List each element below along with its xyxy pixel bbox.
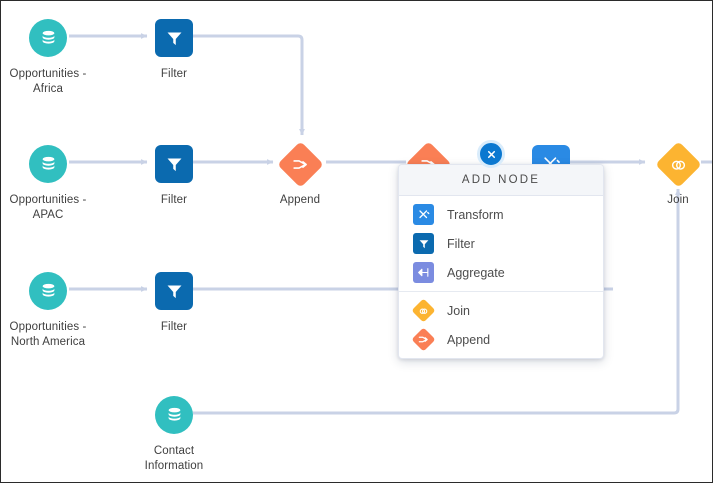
menu-item-transform[interactable]: Transform	[399, 200, 603, 229]
node-glyph	[1, 15, 108, 61]
filter-icon	[155, 272, 193, 310]
add-node-popup[interactable]: ADD NODE Transform	[398, 164, 604, 359]
filter-icon	[155, 145, 193, 183]
node-label: Opportunities - North America	[9, 321, 87, 348]
database-icon	[155, 396, 193, 434]
node-glyph	[114, 392, 234, 438]
node-dataset-apac[interactable]: Opportunities - APAC	[1, 141, 108, 223]
menu-item-label: Append	[447, 332, 491, 347]
node-glyph	[1, 268, 108, 314]
node-label: Filter	[160, 321, 188, 333]
menu-item-join[interactable]: Join	[399, 296, 603, 325]
node-filter-africa[interactable]: Filter	[114, 15, 234, 82]
transform-icon	[413, 204, 434, 225]
close-icon[interactable]	[477, 140, 505, 168]
append-icon	[411, 327, 436, 352]
database-icon	[29, 272, 67, 310]
menu-group-transforms: Transform Filter	[399, 196, 603, 291]
node-glyph	[618, 140, 712, 188]
node-append[interactable]: Append	[240, 140, 360, 208]
join-icon	[654, 140, 702, 188]
node-filter-north-america[interactable]: Filter	[114, 268, 234, 335]
node-glyph	[1, 141, 108, 187]
menu-item-append[interactable]: Append	[399, 325, 603, 354]
node-label: Contact Information	[144, 445, 204, 472]
node-label: Opportunities - APAC	[9, 194, 87, 221]
node-label: Append	[279, 194, 321, 206]
node-dataset-africa[interactable]: Opportunities - Africa	[1, 15, 108, 97]
menu-item-label: Join	[447, 303, 470, 318]
menu-group-combines: Join Append	[399, 291, 603, 358]
node-label: Filter	[160, 194, 188, 206]
menu-item-label: Aggregate	[447, 265, 505, 280]
join-icon	[411, 298, 436, 323]
node-label: Opportunities - Africa	[9, 68, 87, 95]
node-dataset-north-america[interactable]: Opportunities - North America	[1, 268, 108, 350]
node-label: Join	[667, 194, 689, 206]
node-glyph	[114, 15, 234, 61]
node-glyph	[114, 268, 234, 314]
node-glyph	[114, 141, 234, 187]
filter-icon	[413, 233, 434, 254]
node-filter-apac[interactable]: Filter	[114, 141, 234, 208]
node-label: Filter	[160, 68, 188, 80]
filter-icon	[155, 19, 193, 57]
node-dataset-contact[interactable]: Contact Information	[114, 392, 234, 474]
menu-item-label: Filter	[447, 236, 475, 251]
popup-title: ADD NODE	[399, 165, 603, 196]
database-icon	[29, 19, 67, 57]
append-icon	[276, 140, 324, 188]
menu-item-aggregate[interactable]: Aggregate	[399, 258, 603, 287]
database-icon	[29, 145, 67, 183]
aggregate-icon	[413, 262, 434, 283]
menu-item-filter[interactable]: Filter	[399, 229, 603, 258]
menu-item-label: Transform	[447, 207, 504, 222]
node-glyph	[240, 140, 360, 188]
node-join[interactable]: Join	[618, 140, 712, 208]
